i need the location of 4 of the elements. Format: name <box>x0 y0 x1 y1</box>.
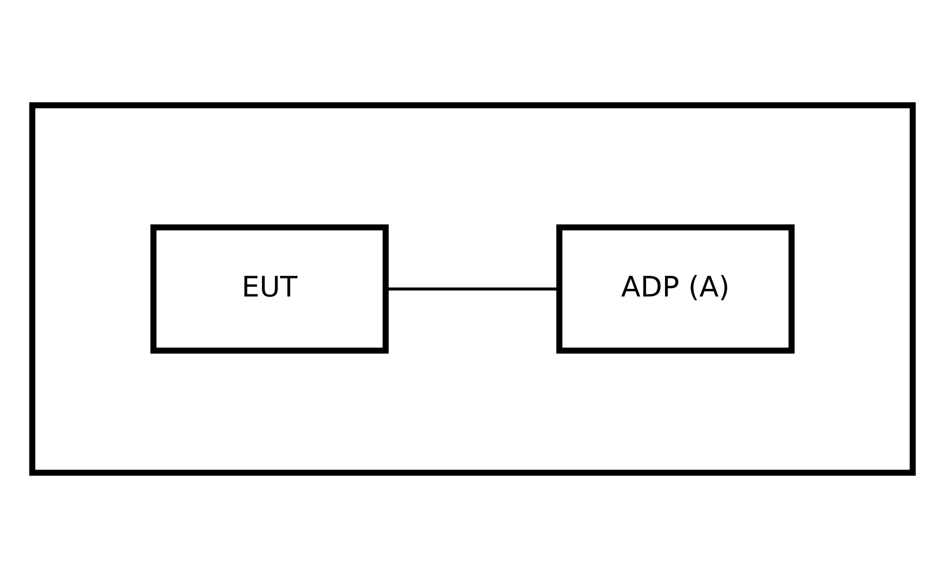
connector <box>386 287 559 291</box>
node-box: ADP (A) <box>556 224 795 354</box>
node-box: EUT <box>150 224 389 354</box>
cluster <box>29 102 916 476</box>
